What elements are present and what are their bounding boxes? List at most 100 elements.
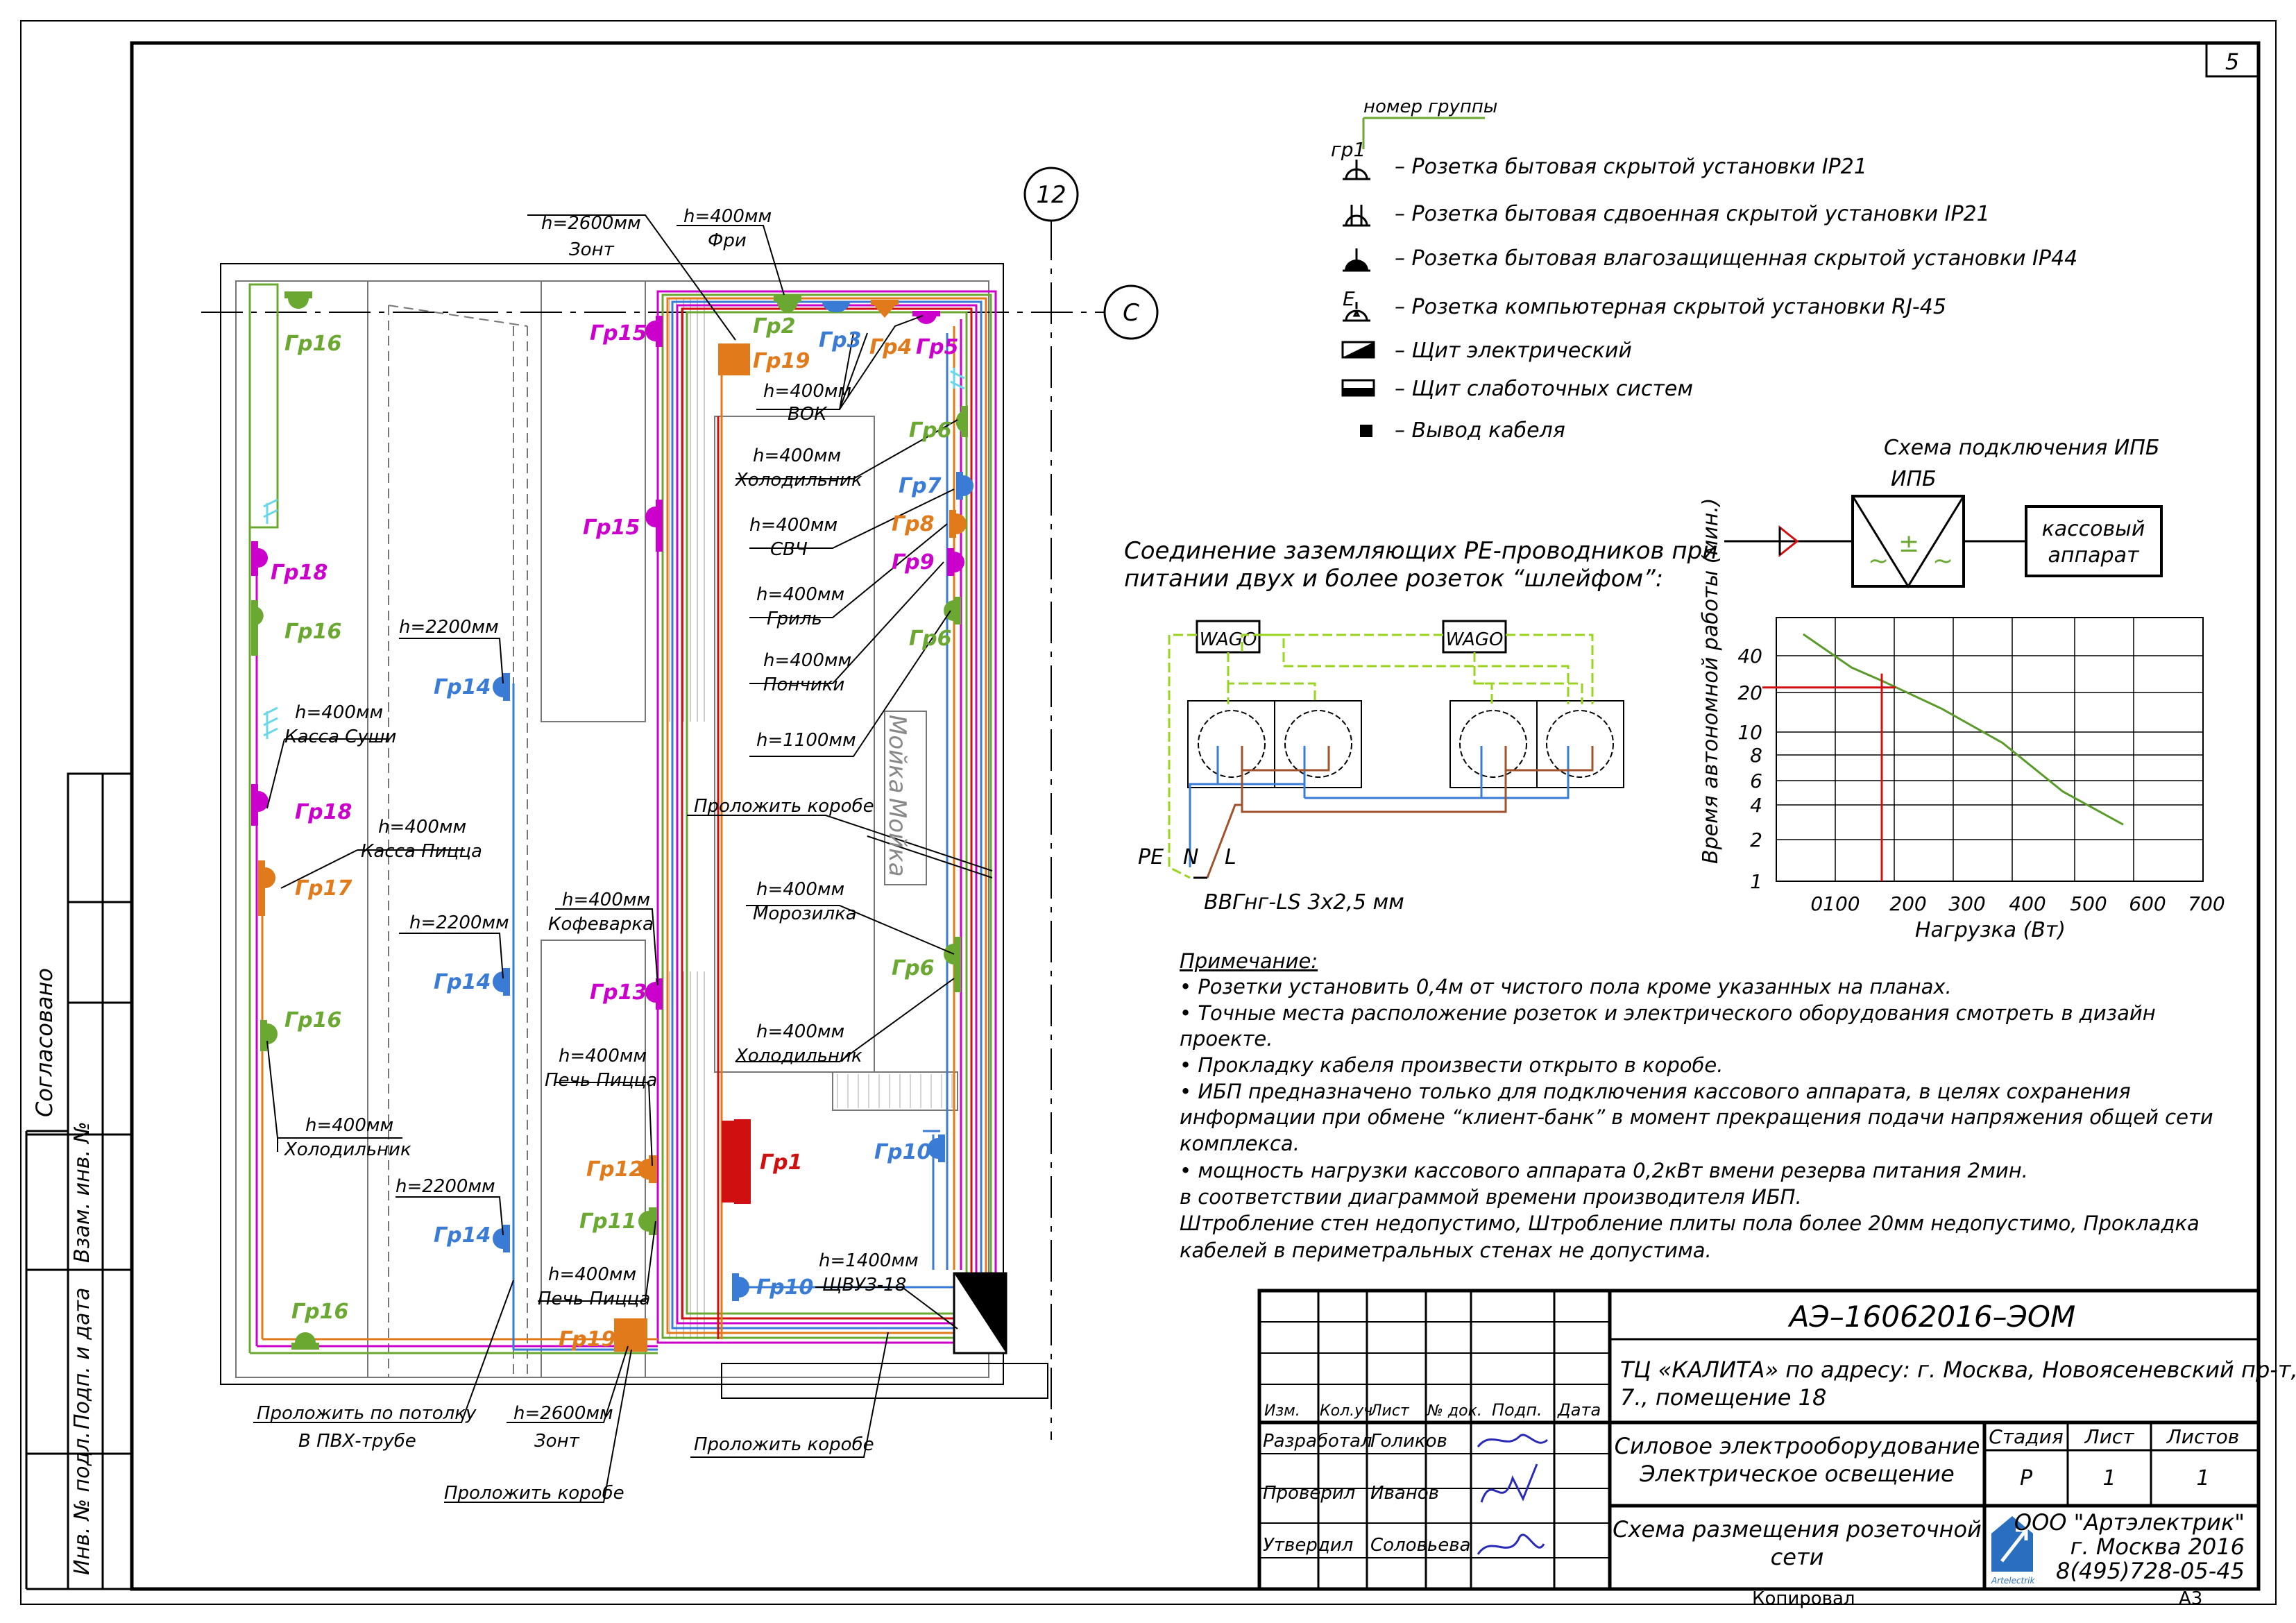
socket-gr7-icon: [956, 472, 973, 500]
group-gr16a: Гр16: [284, 332, 341, 356]
address-line-1: ТЦ «КАЛИТА» по адресу: г. Москва, Новояс…: [1620, 1357, 2296, 1383]
replace-inv-label: Взам. инв. №: [70, 1121, 94, 1263]
label-svch-h: h=400мм: [749, 515, 837, 536]
label-moika-2: Мойка: [883, 798, 911, 877]
chart-ytick-1: 2: [1750, 829, 1762, 851]
label-korob1: Проложить коробе: [694, 796, 874, 817]
chart-xtick-2: 300: [1948, 892, 1985, 915]
socket-gr13-icon: [645, 978, 663, 1010]
diode-icon: [1778, 525, 1799, 558]
company-line-3: 8(495)728-05-45: [2056, 1558, 2245, 1584]
label-potolok-1: Проложить по потолку: [257, 1403, 477, 1424]
notes-line-9: в соответствии диаграммой времени произв…: [1180, 1185, 1802, 1209]
socket-gr4-icon: [871, 300, 899, 318]
chart-xtick-1: 200: [1889, 892, 1926, 915]
copied-label: Копировал: [1752, 1588, 1855, 1609]
agreed-label: Согласовано: [31, 968, 58, 1117]
cash-register-line2: аппарат: [2048, 543, 2140, 568]
panel-shvuz-icon: [953, 1272, 1007, 1354]
notes-line-6: информации при обмене “клиент-банк” в мо…: [1180, 1105, 2213, 1129]
leader-lines: [253, 214, 993, 1503]
pe-title-2: питании двух и более розеток “шлейфом”:: [1124, 565, 1663, 593]
group-gr9: Гр9: [892, 550, 934, 575]
group-gr2: Гр2: [753, 314, 795, 339]
group-gr10b: Гр10: [756, 1275, 813, 1300]
label-gril-h: h=400мм: [756, 584, 844, 605]
socket-gr6b-icon: [944, 597, 961, 624]
cable-bundle: [248, 283, 997, 1354]
label-h1100: h=1100мм: [756, 730, 856, 751]
notes-line-10: Штробление стен недопустимо, Штробление …: [1180, 1212, 2200, 1235]
legend-item-1: – Розетка бытовая скрытой установки IP21: [1395, 155, 1867, 179]
group-gr16d: Гр16: [291, 1300, 348, 1324]
label-pech2-name: Печь Пицца: [538, 1289, 650, 1309]
chart-ytick-0: 1: [1750, 870, 1762, 893]
label-holod2-h: h=400мм: [756, 1021, 844, 1042]
left-approval-strip: [25, 772, 133, 1590]
legend-item-5: – Щит электрический: [1395, 339, 1632, 363]
axis-12-label: 12: [1036, 181, 1066, 209]
cash-register-line1: кассовый: [2042, 517, 2145, 541]
socket-gr14c-icon: [493, 1225, 510, 1252]
name-checked: Иванов: [1370, 1483, 1439, 1504]
notes-line-5: • ИБП предназначено только для подключен…: [1180, 1080, 2131, 1103]
notes-title: Примечание:: [1180, 949, 1318, 973]
pe-cable-label: ВВГнг-LS 3х2,5 мм: [1204, 890, 1404, 915]
group-gr18a: Гр18: [271, 561, 328, 585]
pe-title-1: Соединение заземляющих PE-проводников пр…: [1124, 537, 1717, 565]
socket-gr15a-icon: [645, 316, 663, 347]
name-approved: Соловьева: [1370, 1535, 1471, 1556]
label-kassa-pizza-name: Касса Пицца: [361, 841, 482, 862]
label-kassa-sushi-h: h=400мм: [295, 702, 383, 723]
electric-panel-icon: [1341, 341, 1375, 359]
chart-ytick-4: 8: [1750, 744, 1762, 767]
label-fri-h: h=400мм: [683, 206, 772, 227]
sheet-number-box: [2205, 42, 2260, 78]
low-current-panel-icon: [1341, 379, 1375, 397]
label-shvuz-name: ЩВУЗ-18: [822, 1275, 906, 1295]
socket-gr10a-icon: [928, 1135, 945, 1162]
hdr-podp: Подп.: [1492, 1400, 1542, 1420]
socket-gr10b-icon: [732, 1273, 749, 1301]
doc-code: АЭ–16062016–ЭОМ: [1787, 1300, 2075, 1334]
chart-grid: [1776, 617, 2204, 882]
sheet-value: 1: [2102, 1466, 2116, 1490]
format-label: А3: [2179, 1588, 2202, 1609]
chart-ytick-2: 4: [1750, 794, 1762, 817]
ups-scheme: Схема подключения ИПБ ИПБ ~ ± ~ кассовый…: [1724, 436, 2163, 588]
notes-line-4: • Прокладку кабеля произвести открыто в …: [1180, 1053, 1723, 1077]
chart-xtick-4: 500: [2070, 892, 2107, 915]
group-gr6c: Гр6: [892, 956, 934, 980]
label-svch-name: СВЧ: [770, 539, 808, 560]
ups-box-icon: [1851, 495, 1965, 588]
label-kofevarka-name: Кофеварка: [548, 914, 654, 935]
label-moroz-h: h=400мм: [756, 879, 844, 900]
socket-waterproof-ip44-icon: [1343, 248, 1370, 272]
role-developed: Разработал: [1263, 1431, 1372, 1452]
label-potolok-2: В ПВХ-трубе: [298, 1431, 416, 1452]
chart-series: [1762, 633, 2124, 881]
company-line-1: ООО "Артэлектрик": [2014, 1509, 2245, 1536]
notes-line-8: • мощность нагрузки кассового аппарата 0…: [1180, 1159, 2028, 1182]
notes: Примечание: • Розетки установить 0,4м от…: [1180, 949, 2213, 1262]
label-ponchiki-name: Пончики: [763, 674, 844, 695]
group-gr3: Гр3: [819, 328, 861, 352]
axis-c-label: С: [1123, 299, 1139, 327]
group-gr1: Гр1: [760, 1150, 802, 1175]
label-h2200c: h=2200мм: [396, 1176, 495, 1197]
legend-item-4: – Розетка компьютерная скрытой установки…: [1395, 295, 1946, 319]
socket-gr16a-icon: [284, 291, 312, 309]
group-gr11: Гр11: [579, 1209, 636, 1234]
pe-scheme: Соединение заземляющих PE-проводников пр…: [1124, 537, 1717, 915]
group-gr6b: Гр6: [909, 627, 951, 651]
hdr-data: Дата: [1557, 1400, 1601, 1420]
label-pech2-h: h=400мм: [548, 1264, 636, 1285]
sheets-value: 1: [2196, 1466, 2209, 1490]
chart-xlabel: Нагрузка (Вт): [1915, 918, 2066, 942]
cable-outlet-icon: [1360, 425, 1372, 437]
group-labels: Гр16 Гр15 Гр19 Гр2 Гр3 Гр4 Гр5 Гр6 Гр7 Г…: [271, 314, 958, 1352]
socket-gr8-icon: [949, 510, 967, 538]
group-gr14b: Гр14: [434, 970, 491, 994]
ups-ac1: ~: [1868, 547, 1889, 575]
legend-group-number-label: номер группы: [1363, 96, 1497, 117]
